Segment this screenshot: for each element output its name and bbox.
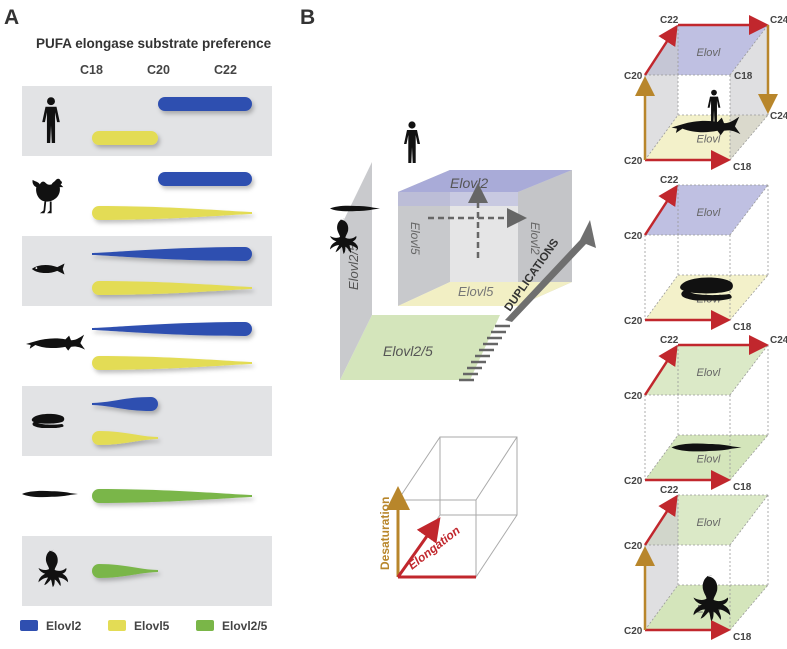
lamprey-silhouette: [680, 277, 733, 301]
carbon-label-mid_right_upper: C18: [734, 71, 753, 82]
column-c22: C22: [214, 63, 237, 77]
carbon-label-mid_right_lower: C24: [770, 111, 787, 122]
main-amphioxus-silhouette: [330, 205, 380, 212]
cube-edge: [729, 434, 769, 481]
cube-edge: [729, 494, 769, 546]
elongation-label: Elongation: [405, 523, 462, 572]
carbon-label-bottom_right: C18: [733, 322, 752, 333]
carbon-label-top_right: C24: [770, 15, 787, 26]
panel-a-label: A: [4, 6, 19, 29]
carbon-label-bottom_left: C20: [624, 316, 643, 327]
legend-swatch-2: [196, 620, 214, 631]
desaturation-label: Desaturation: [378, 497, 392, 570]
plane-top-label: Elovl: [697, 367, 721, 379]
bar-sturgeon-elovl2: [92, 322, 252, 336]
bar-sturgeon-elovl5: [92, 356, 252, 370]
bar-human-elovl2: [158, 97, 252, 111]
cube-edge: [729, 584, 769, 631]
column-c18: C18: [80, 63, 103, 77]
plane-top-label: Elovl: [697, 47, 721, 59]
base-plane-elovl2-5: [340, 315, 500, 380]
bar-chicken-elovl5: [92, 206, 252, 220]
elongation-top-arrow: [643, 494, 678, 546]
small-cubes: ElovlElovlC22C24C20C18C24C20C18ElovlElov…: [624, 15, 787, 643]
plane-bottom-label: Elovl: [697, 454, 721, 466]
sturgeon-silhouette: [26, 334, 86, 351]
amphioxus-silhouette: [22, 490, 78, 498]
bar-zebrafish-elovl2: [92, 247, 252, 261]
cube-edge: [729, 274, 769, 321]
carbon-label-top_left: C22: [660, 485, 679, 496]
carbon-label-mid_left: C20: [624, 71, 643, 82]
bar-zebrafish-elovl5: [92, 281, 252, 295]
lamprey-silhouette: [31, 413, 65, 428]
carbon-label-top_left: C22: [660, 335, 679, 346]
rooster-silhouette: [32, 178, 64, 214]
elongation-top-arrow: [643, 184, 678, 236]
carbon-label-bottom_right: C18: [733, 482, 752, 493]
cube-edge: [644, 274, 679, 321]
label-back-right: Elovl2: [528, 222, 542, 255]
carbon-label-top_right: C24: [770, 335, 787, 346]
label-middle-elovl5: Elovl5: [458, 284, 494, 299]
cube-edge: [729, 184, 769, 236]
substrate-bars: [92, 97, 252, 578]
legend-label-1: Elovl5: [134, 619, 170, 633]
top-plane-elovl2: [398, 170, 572, 192]
label-back-left: Elovl5: [408, 222, 422, 255]
carbon-label-mid_left: C20: [624, 391, 643, 402]
small-cube-octopus: ElovlElovlC22C20C20C18: [624, 485, 769, 643]
left-wall: [340, 162, 372, 380]
carbon-label-bottom_right: C18: [733, 632, 752, 643]
legend-swatch-1: [108, 620, 126, 631]
bar-octopus-elovl2-5: [92, 564, 158, 578]
legend: Elovl2 Elovl5 Elovl2/5: [20, 619, 268, 633]
legend-label-0: Elovl2: [46, 619, 82, 633]
carbon-label-bottom_left: C20: [624, 626, 643, 637]
plane-top-label: Elovl: [697, 517, 721, 529]
bar-chicken-elovl2: [158, 172, 252, 186]
label-top-elovl2: Elovl2: [450, 175, 488, 191]
panel-a-title: PUFA elongase substrate preference: [36, 36, 272, 51]
carbon-label-mid_left: C20: [624, 541, 643, 552]
small-cube-lamprey: ElovlElovlC22C20C20C18: [624, 175, 769, 333]
carbon-label-top_left: C22: [660, 15, 679, 26]
label-base-elovl2-5: Elovl2/5: [383, 343, 433, 359]
legend-swatch-0: [20, 620, 38, 631]
main-cube: Elovl2 Elovl5 Elovl2/5 Elovl2/5 Elovl5 E…: [330, 121, 596, 382]
column-c20: C20: [147, 63, 170, 77]
bar-lamprey-elovl2: [92, 397, 158, 411]
panel-b-label: B: [300, 6, 315, 29]
carbon-label-bottom_right: C18: [733, 162, 752, 173]
cube-edge: [729, 114, 769, 161]
elongation-top-arrow: [643, 24, 678, 76]
legend-label-2: Elovl2/5: [222, 619, 268, 633]
elongation-top-arrow: [643, 344, 678, 396]
plane-top-label: Elovl: [697, 207, 721, 219]
carbon-label-bottom_left: C20: [624, 476, 643, 487]
cube-edge: [644, 584, 679, 631]
plane-bottom-label: Elovl: [697, 134, 721, 146]
carbon-label-mid_left: C20: [624, 231, 643, 242]
cube-edge: [644, 114, 679, 161]
carbon-label-top_left: C22: [660, 175, 679, 186]
cube-edge: [644, 434, 679, 481]
bar-amphioxus-elovl2-5: [92, 489, 252, 503]
label-left-wall: Elovl2/5: [346, 243, 361, 290]
cube-front-top: [398, 192, 518, 206]
main-human-silhouette: [404, 121, 420, 163]
bar-human-elovl5: [92, 131, 158, 145]
carbon-label-bottom_left: C20: [624, 156, 643, 167]
bar-lamprey-elovl5: [92, 431, 158, 445]
elongation-arrow-d: [396, 517, 441, 578]
